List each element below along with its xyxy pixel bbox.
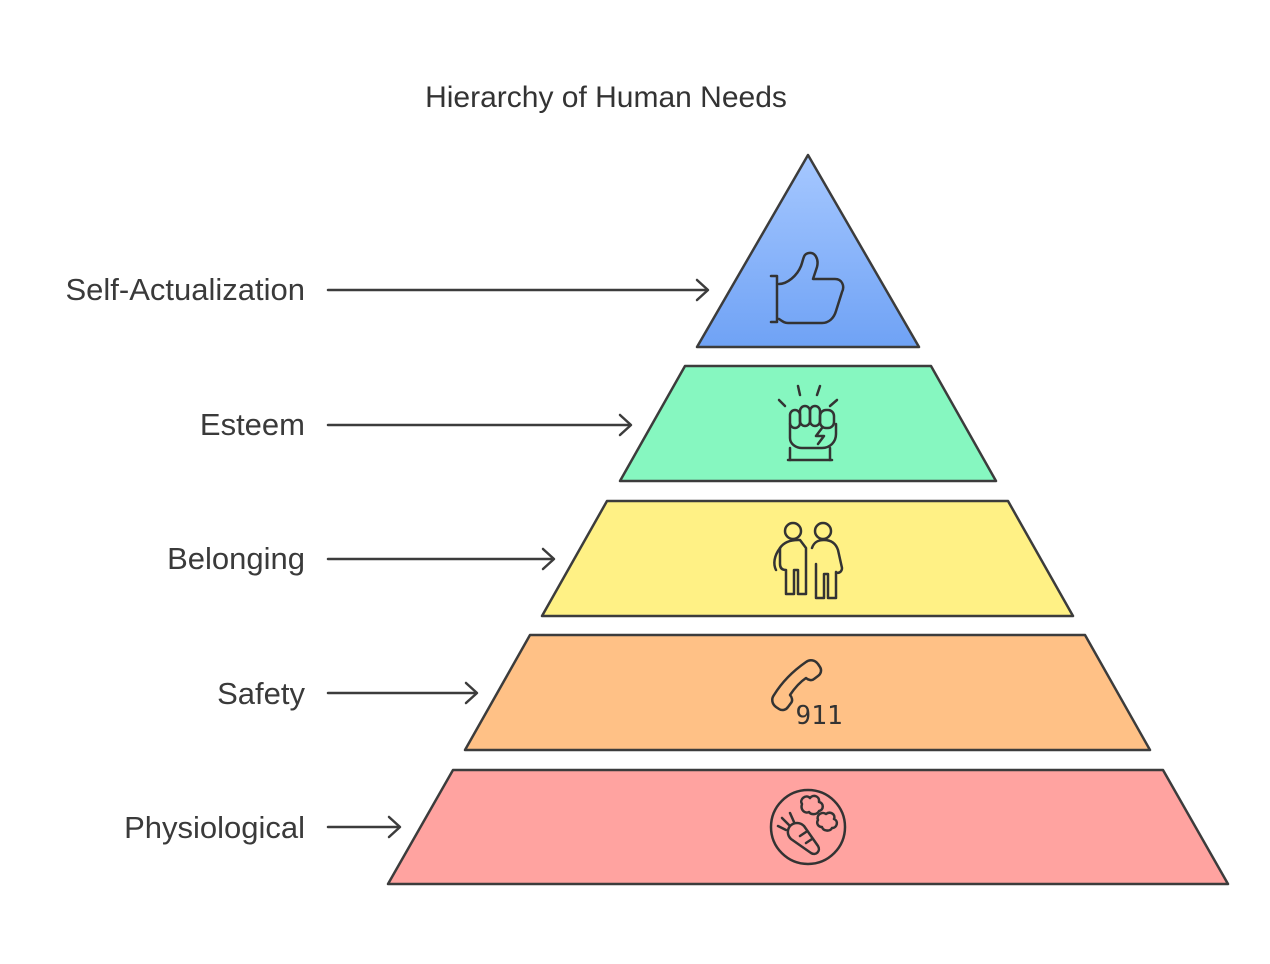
pyramid-tier-belonging xyxy=(540,499,1075,618)
level-label-belonging: Belonging xyxy=(167,541,305,576)
thumbs-up-icon xyxy=(769,251,845,325)
arrow-belonging xyxy=(326,547,556,571)
level-physiological: Physiological xyxy=(124,768,1230,886)
level-label-physiological: Physiological xyxy=(124,810,305,845)
diagram-title: Hierarchy of Human Needs xyxy=(425,81,787,114)
pyramid-tier-top xyxy=(695,153,921,349)
two-people-icon xyxy=(773,521,844,600)
level-label-self-actualization: Self-Actualization xyxy=(65,272,305,307)
raised-fist-icon xyxy=(777,384,839,462)
food-plate-icon xyxy=(769,788,847,866)
level-esteem: Esteem xyxy=(200,364,998,483)
emergency-phone-icon: 911 xyxy=(771,659,843,731)
arrow-safety xyxy=(326,681,479,705)
pyramid-tier-safety xyxy=(463,633,1152,752)
level-self-actualization: Self-Actualization xyxy=(65,153,921,349)
level-belonging: Belonging xyxy=(167,499,1075,618)
level-label-safety: Safety xyxy=(217,676,305,711)
arrow-self-actualization xyxy=(326,278,710,302)
pyramid-tier-physiological xyxy=(386,768,1230,886)
level-safety: Safety 911 xyxy=(217,633,1152,752)
level-label-esteem: Esteem xyxy=(200,407,305,442)
arrow-esteem xyxy=(326,413,633,437)
emergency-number-badge: 911 xyxy=(796,701,843,731)
arrow-physiological xyxy=(326,815,402,839)
pyramid-tier-esteem xyxy=(618,364,998,483)
